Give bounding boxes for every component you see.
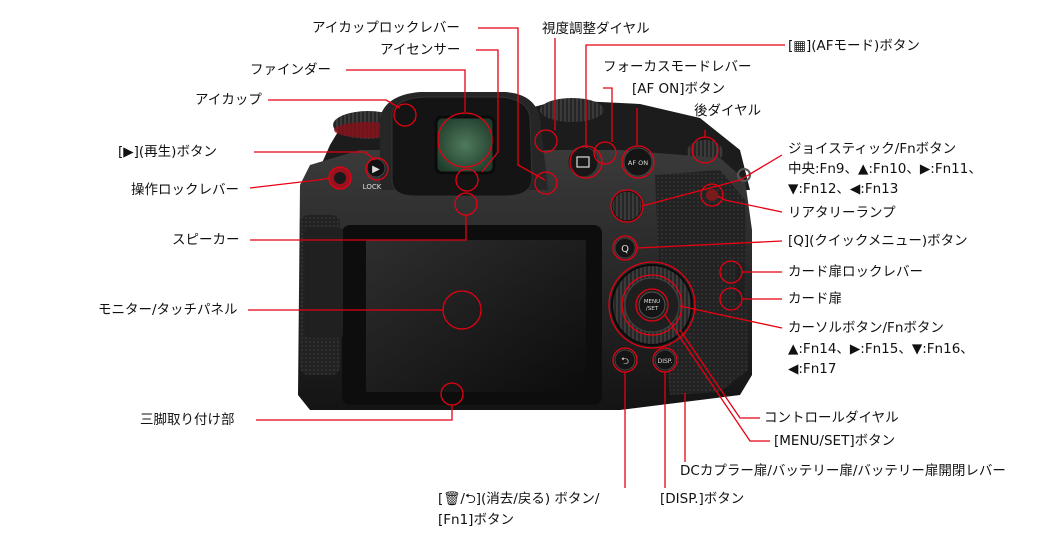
marker-control-dial: [608, 261, 696, 349]
label-af-mode-button: [▦](AFモード)ボタン: [788, 38, 920, 54]
label-eyecup-lock-lever: アイカップロックレバー: [312, 20, 460, 36]
set-mark: /SET: [646, 306, 659, 312]
marker-cursor: [621, 274, 683, 336]
marker-rear-dial: [691, 136, 719, 164]
label-delete-line1: [🗑/⮌](消去/戻る) ボタン/: [438, 491, 600, 507]
leader-circles: [328, 103, 743, 406]
af-on-mark: AF ON: [628, 159, 648, 167]
marker-focus-lever: [593, 141, 617, 165]
label-joystick-line2: 中央:Fn9、▲:Fn10、▶:Fn11、: [788, 161, 982, 177]
label-disp-button: [DISP.]ボタン: [660, 491, 745, 507]
marker-joystick: [610, 189, 644, 223]
label-tripod-mount: 三脚取り付け部: [140, 412, 235, 428]
label-cursor-line1: カーソルボタン/Fnボタン: [788, 320, 944, 336]
disp-mark: DISP.: [658, 358, 673, 365]
marker-tally: [700, 183, 724, 207]
marker-menu-set: [635, 288, 669, 322]
playback-button-shape: [366, 158, 386, 178]
marker-speaker: [454, 192, 478, 216]
label-eye-sensor: アイセンサー: [380, 42, 461, 58]
label-diopter-dial: 視度調整ダイヤル: [542, 21, 650, 37]
q-mark: Q: [621, 244, 629, 255]
disp-button-shape: [654, 349, 676, 371]
marker-disp: [652, 347, 678, 373]
marker-af-on: [621, 145, 655, 179]
svg-text:▶: ▶: [372, 164, 380, 175]
af-on-button-shape: [623, 147, 653, 177]
marker-eyecup: [393, 103, 417, 127]
label-delete-line2: [Fn1]ボタン: [438, 512, 514, 528]
marker-tripod: [440, 382, 464, 406]
label-playback-button: [▶](再生)ボタン: [118, 144, 217, 160]
label-menu-set-button: [MENU/SET]ボタン: [774, 433, 896, 449]
label-speaker: スピーカー: [172, 232, 240, 248]
marker-monitor: [442, 290, 482, 330]
svg-text:⮌: ⮌: [621, 356, 629, 367]
marker-diopter: [534, 129, 558, 153]
menu-mark: MENU: [644, 299, 660, 305]
joystick-shape: [611, 190, 643, 222]
monitor-hinge: [305, 228, 343, 338]
label-cursor-line2: ▲:Fn14、▶:Fn15、▼:Fn16、: [788, 341, 974, 357]
marker-af-mode: [569, 145, 603, 179]
marker-eye-sensor: [455, 168, 479, 192]
delete-button-shape: [614, 349, 636, 371]
leader-lines: [248, 27, 785, 488]
marker-eyecup-lock: [534, 171, 558, 195]
menu-set-button-shape: [638, 291, 666, 319]
label-viewfinder: ファインダー: [250, 62, 331, 78]
marker-delete: [612, 347, 638, 373]
label-dc-coupler: DCカプラー扉/バッテリー扉/バッテリー扉開閉レバー: [680, 463, 1006, 479]
label-joystick-line1: ジョイスティック/Fnボタン: [788, 141, 957, 157]
label-card-door: カード扉: [788, 291, 842, 307]
label-af-on-button: [AF ON]ボタン: [632, 81, 726, 97]
label-eyecup: アイカップ: [195, 92, 262, 108]
marker-card-lock: [719, 260, 743, 284]
label-q-button: [Q](クイックメニュー)ボタン: [788, 233, 968, 249]
label-focus-mode-lever: フォーカスモードレバー: [603, 59, 752, 75]
marker-playback: [365, 157, 389, 181]
label-cursor-line3: ◀:Fn17: [788, 361, 837, 377]
label-control-dial: コントロールダイヤル: [764, 410, 899, 426]
right-top-dial: [540, 98, 604, 122]
tally-lamp-shape: [706, 189, 718, 201]
monitor-screen: [366, 240, 586, 392]
marker-card-door: [719, 287, 743, 311]
label-tally-lamp: リアタリーランプ: [788, 205, 896, 221]
marker-q: [612, 235, 638, 261]
strap-lug: [737, 168, 751, 182]
label-rear-dial: 後ダイヤル: [694, 103, 762, 119]
q-button-shape: [614, 237, 636, 259]
label-operation-lock-lever: 操作ロックレバー: [131, 182, 239, 198]
label-monitor-touch-panel: モニター/タッチパネル: [98, 302, 238, 318]
label-card-door-lock-lever: カード扉ロックレバー: [788, 264, 923, 280]
lock-mark: LOCK: [363, 183, 382, 191]
viewfinder-glass: [434, 115, 496, 175]
label-joystick-line3: ▼:Fn12、◀:Fn13: [788, 181, 899, 197]
marker-operation-lock: [328, 166, 352, 190]
marker-viewfinder: [437, 112, 493, 168]
